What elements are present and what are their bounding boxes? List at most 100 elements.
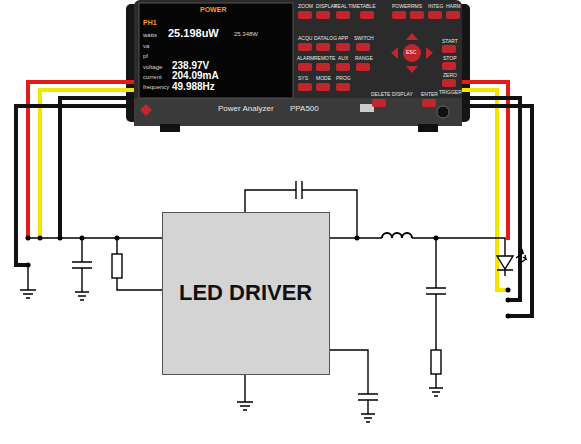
driver-label: LED DRIVER <box>179 282 312 304</box>
key-button <box>356 43 370 51</box>
key-button <box>442 62 456 70</box>
key-button <box>336 11 350 19</box>
screen-reading: 238.97V <box>172 61 209 71</box>
key-button <box>316 43 330 51</box>
key-label: MODE <box>316 76 331 81</box>
black-wire <box>462 98 520 300</box>
resistor-wire <box>117 238 162 290</box>
logo <box>140 104 152 116</box>
key-label: DISPLAY <box>316 4 337 9</box>
capacitor-symbol <box>72 238 92 300</box>
input-wire <box>28 237 162 238</box>
foot <box>160 124 180 132</box>
key-label: SWITCH <box>354 36 374 41</box>
key-button <box>356 63 370 71</box>
key-label: AUX <box>338 56 348 61</box>
screen-reading: pf <box>143 53 148 59</box>
esc-button <box>403 44 421 62</box>
key-button <box>372 99 386 107</box>
screen-reading: frequency <box>143 84 169 90</box>
screen-reading: 204.09mA <box>172 71 219 81</box>
arrow-keys <box>391 33 433 73</box>
led-symbol <box>497 256 513 270</box>
inductor-symbol <box>382 233 412 238</box>
key-button <box>392 11 406 19</box>
driver-box: LED DRIVER <box>162 212 330 375</box>
key-label: SYS <box>298 76 308 81</box>
key-button <box>316 11 330 19</box>
yellow-wire <box>40 90 134 238</box>
screen-reading: current <box>143 74 162 80</box>
key-button <box>298 63 312 71</box>
device-name: PPA500 <box>290 105 319 113</box>
key-button <box>442 45 456 53</box>
ground-wire <box>27 265 28 290</box>
key-button <box>336 63 350 71</box>
key-label: POWER <box>392 4 411 9</box>
usb-port <box>360 104 374 112</box>
output-wire <box>412 238 505 250</box>
screen-reading: 25.198uW <box>168 28 219 39</box>
capacitor-symbol <box>426 238 446 388</box>
key-label: PROG <box>336 76 351 81</box>
key-label: ESC <box>406 50 416 55</box>
key-label: DATALOG <box>314 36 337 41</box>
key-label: TRIGGER <box>439 90 462 95</box>
circuit <box>20 181 526 422</box>
key-button <box>410 11 424 19</box>
front-strip <box>134 98 462 126</box>
screen-reading: 25.348W <box>234 31 258 37</box>
key-label: RANGE <box>355 56 373 61</box>
screen-reading: va <box>143 43 149 49</box>
key-button <box>336 83 350 91</box>
capacitor-symbol <box>330 350 378 422</box>
key-button <box>446 11 460 19</box>
key-label: ZERO <box>443 73 457 78</box>
black-wire <box>60 98 134 238</box>
key-button <box>298 11 312 19</box>
screen-reading: watts <box>143 32 157 38</box>
analyzer-body <box>134 0 462 126</box>
key-label: ALARM <box>297 56 314 61</box>
screen-reading: PH1 <box>143 19 157 26</box>
screen <box>139 3 293 98</box>
screen-reading: POWER <box>200 6 226 13</box>
ground-symbol <box>20 290 36 298</box>
key-label: ENTER <box>421 92 438 97</box>
foot <box>418 124 438 132</box>
key-button <box>442 79 456 87</box>
key-label: DISPLAY <box>392 92 413 97</box>
key-button <box>428 11 442 19</box>
key-button <box>360 11 374 19</box>
key-button <box>316 83 330 91</box>
knob <box>437 106 449 118</box>
light-arrows <box>516 249 526 264</box>
screen-reading: 49.988Hz <box>172 82 215 92</box>
key-label: START <box>442 39 458 44</box>
device-name: Power Analyzer <box>218 105 274 113</box>
key-label: INTEG <box>428 4 443 9</box>
key-label: STOP <box>443 56 457 61</box>
key-label: ACQU <box>298 36 312 41</box>
key-label: TABLE <box>360 4 375 9</box>
resistor-symbol <box>431 350 441 374</box>
screen-reading: voltage <box>143 64 162 70</box>
capacitor-symbol <box>296 181 302 199</box>
key-label: REMOTE <box>314 56 335 61</box>
key-label: REAL TIME <box>334 4 360 9</box>
key-label: DELETE <box>371 92 390 97</box>
ground-symbol <box>237 375 253 410</box>
key-button <box>298 43 312 51</box>
key-label: HARM <box>446 4 461 9</box>
ground-symbol <box>429 388 443 396</box>
key-label: RMS <box>411 4 422 9</box>
resistor-symbol <box>112 254 122 278</box>
black-wire <box>462 106 532 316</box>
key-label: APP <box>338 36 348 41</box>
key-button <box>298 83 312 91</box>
key-label: ZOOM <box>298 4 313 9</box>
key-button <box>316 63 330 71</box>
key-button <box>422 99 436 107</box>
key-button <box>336 43 350 51</box>
